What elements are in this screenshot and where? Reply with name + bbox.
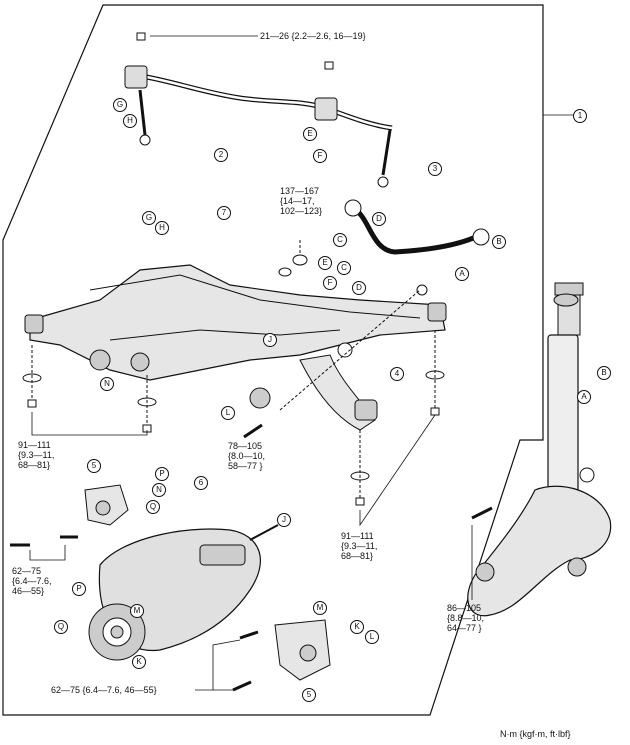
marker-a-arm: A <box>455 267 469 281</box>
torque-crossmember-left: 91—111 {9.3—11, 68—81} <box>18 440 55 470</box>
marker-f-bar: F <box>313 149 327 163</box>
marker-l-crossmember: L <box>221 406 235 420</box>
torque-unit-note: N·m {kgf·m, ft·lbf} <box>500 729 571 739</box>
marker-n-crossmember: N <box>100 377 114 391</box>
marker-e-bar: E <box>303 127 317 141</box>
marker-h-crossmember: H <box>155 221 169 235</box>
marker-k-mount: K <box>350 620 364 634</box>
callout-2: 2 <box>214 148 228 162</box>
marker-c-crossmember: C <box>337 261 351 275</box>
torque-stabilizer-top: 21—26 {2.2—2.6, 16—19} <box>260 31 366 41</box>
marker-n-mount: N <box>152 483 166 497</box>
callout-6: 6 <box>194 476 208 490</box>
marker-g-bar: G <box>113 98 127 112</box>
torque-crossmember-center: 78—105 {8.0—10, 58—77 } <box>228 441 266 471</box>
torque-crossmember-right: 91—111 {9.3—11, 68—81} <box>341 531 378 561</box>
torque-differential-front: 62—75 {6.4—7.6, 46—55} <box>12 566 52 596</box>
marker-q-mount: Q <box>146 500 160 514</box>
marker-e-crossmember: E <box>318 256 332 270</box>
marker-h-bar: H <box>123 114 137 128</box>
marker-j-differential: J <box>277 513 291 527</box>
marker-b-knuckle: B <box>597 366 611 380</box>
callout-5-lower: 5 <box>302 688 316 702</box>
marker-k-differential: K <box>132 655 146 669</box>
marker-b-arm: B <box>492 235 506 249</box>
marker-q-differential: Q <box>54 620 68 634</box>
marker-d-arm: D <box>372 212 386 226</box>
marker-c-arm: C <box>333 233 347 247</box>
torque-differential-rear: 62—75 {6.4—7.6, 46—55} <box>51 685 157 695</box>
marker-j-crossmember: J <box>263 333 277 347</box>
marker-g-crossmember: G <box>142 211 156 225</box>
marker-p-differential: P <box>72 582 86 596</box>
torque-upper-arm: 137—167 {14—17, 102—123} <box>280 186 323 216</box>
marker-p-mount: P <box>155 467 169 481</box>
marker-a-knuckle: A <box>577 390 591 404</box>
marker-m-differential: M <box>130 604 144 618</box>
callout-1: 1 <box>573 109 587 123</box>
marker-d-crossmember: D <box>352 281 366 295</box>
torque-knuckle: 86—105 {8.8—10, 64—77 } <box>447 603 485 633</box>
callout-5-upper: 5 <box>87 459 101 473</box>
marker-l-mount: L <box>365 630 379 644</box>
marker-f-crossmember: F <box>323 276 337 290</box>
marker-m-mount: M <box>313 601 327 615</box>
callout-3: 3 <box>428 162 442 176</box>
callout-7: 7 <box>217 206 231 220</box>
callout-4: 4 <box>390 367 404 381</box>
